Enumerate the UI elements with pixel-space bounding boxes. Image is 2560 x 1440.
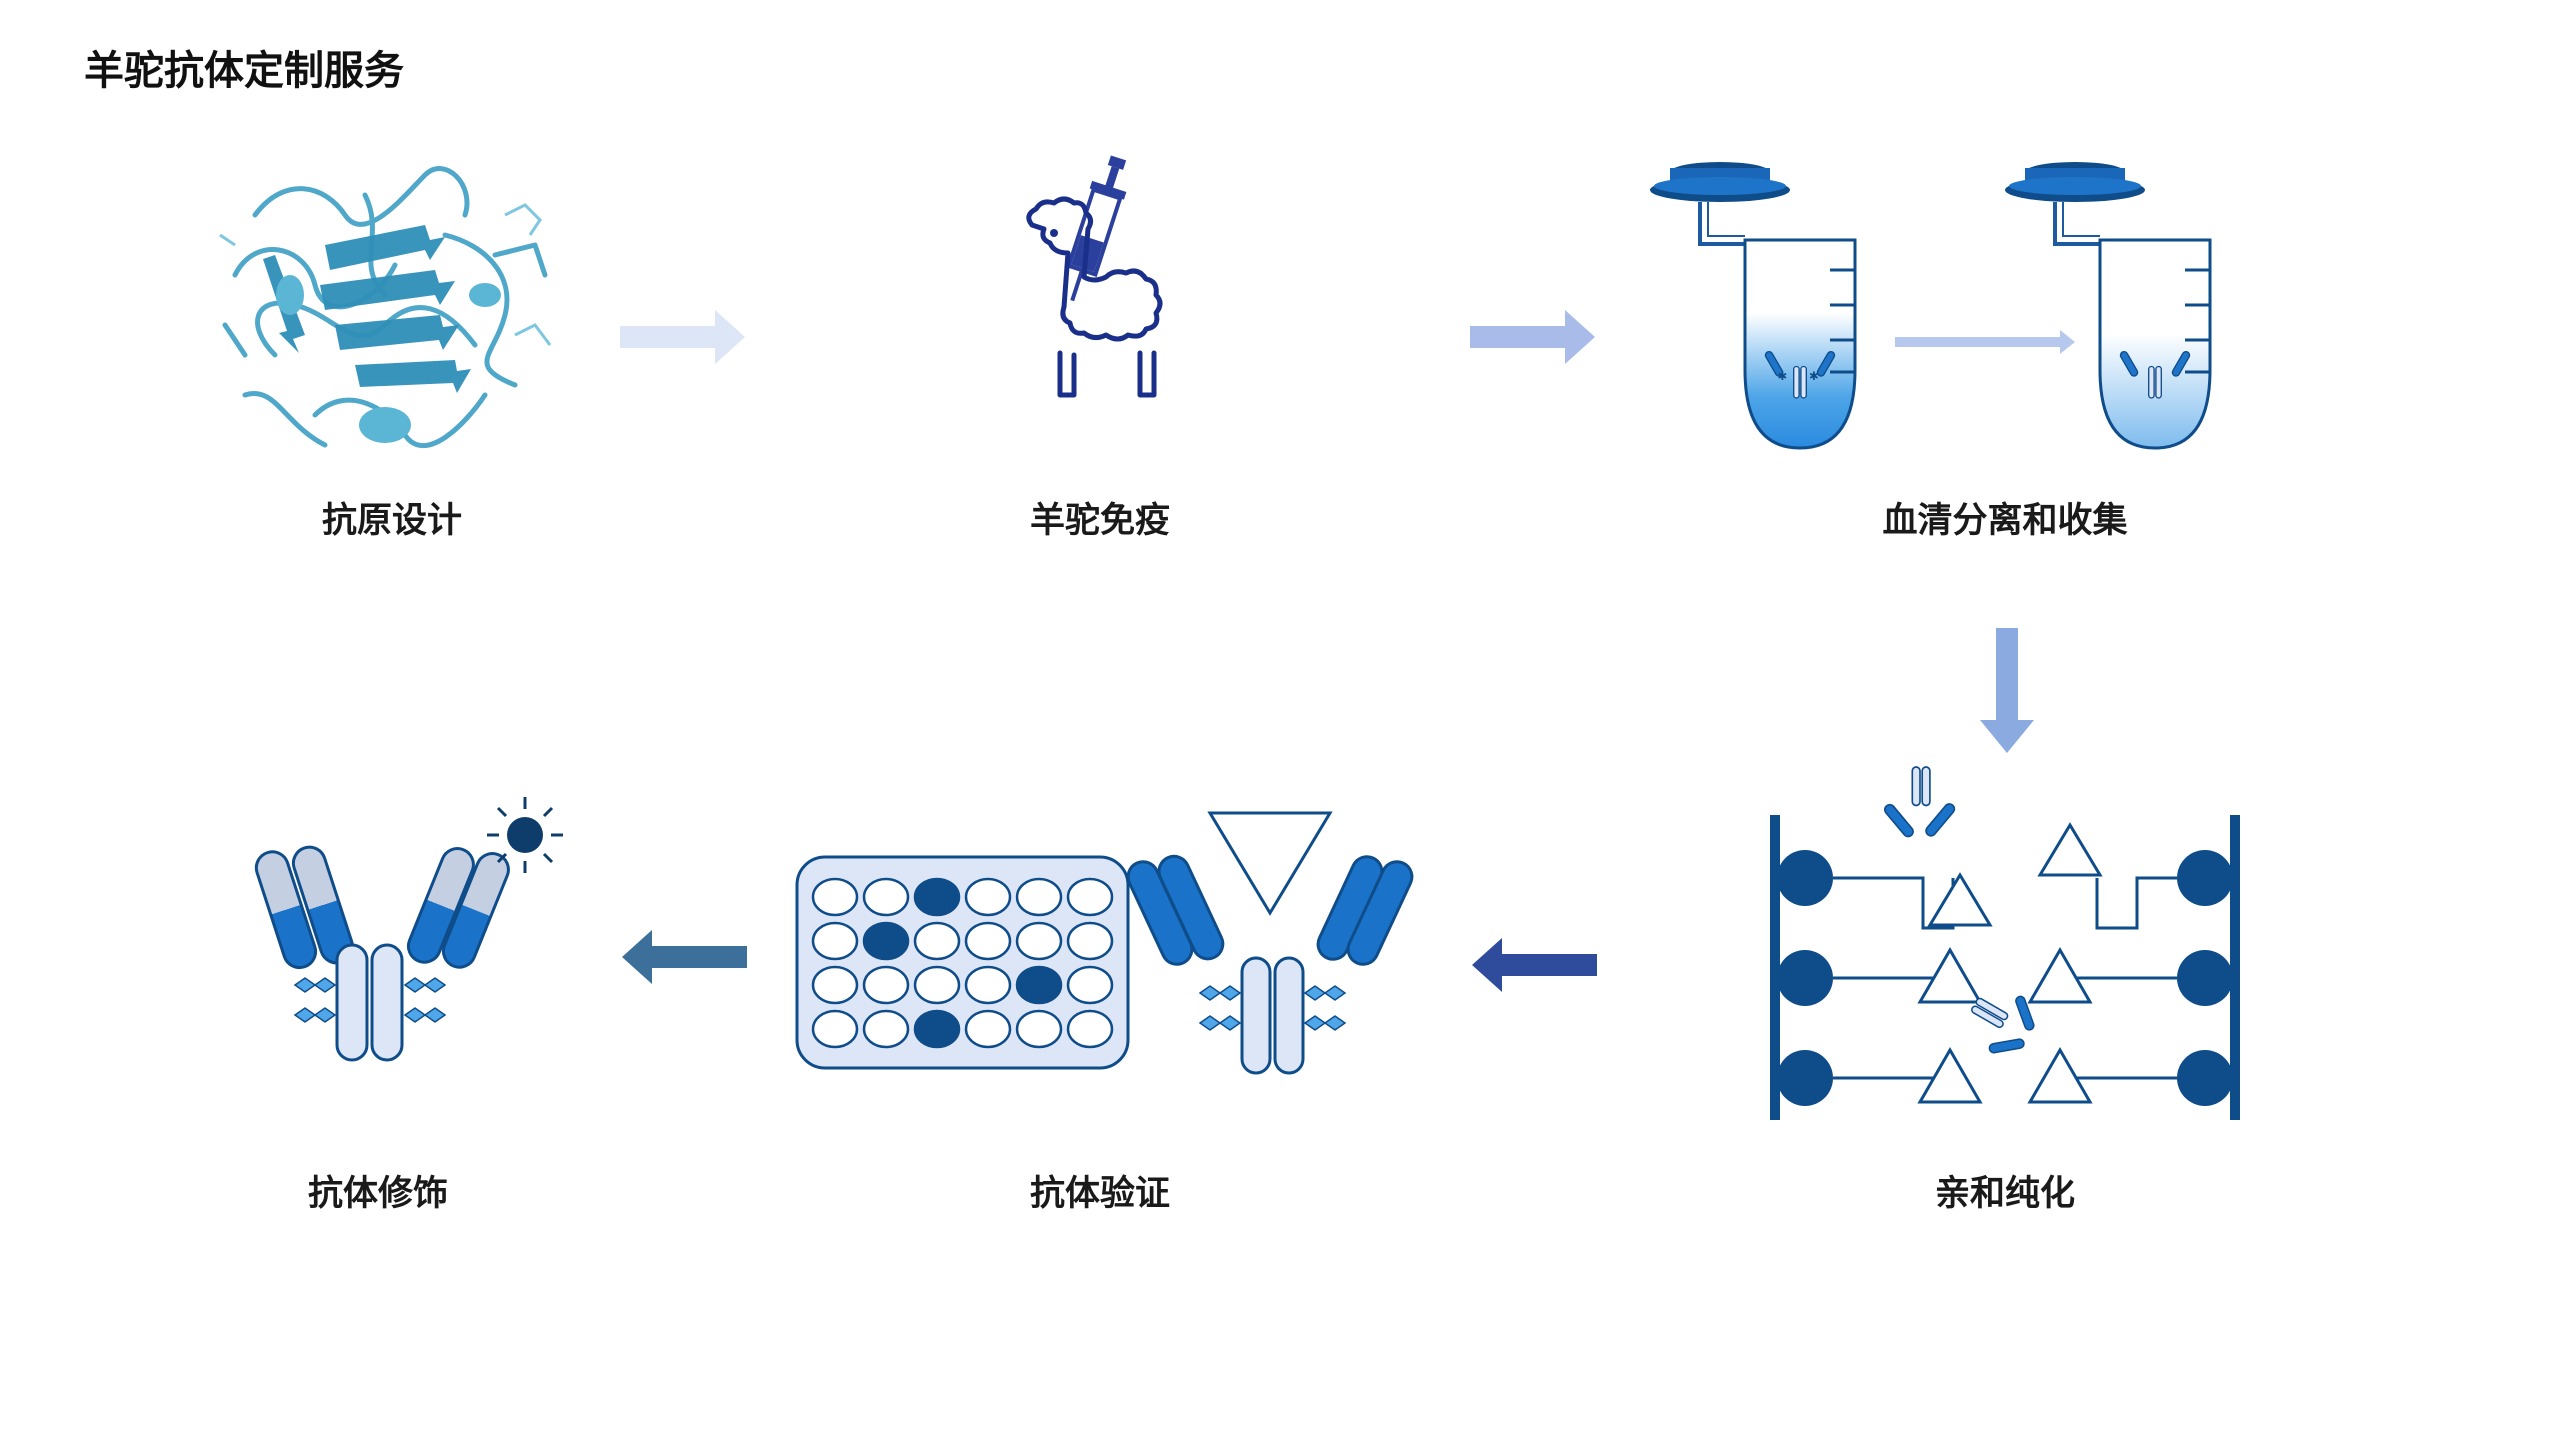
- plate-well: [913, 1009, 961, 1049]
- plate-well: [913, 877, 961, 917]
- alpaca-syringe-icon: [1026, 155, 1163, 398]
- page-title: 羊驼抗体定制服务: [84, 48, 404, 94]
- arrow-down-icon: [1980, 628, 2034, 753]
- plate-well: [1066, 877, 1114, 917]
- arrow-left-icon: [1472, 938, 1597, 992]
- plate-well: [811, 965, 859, 1005]
- plate-well: [964, 877, 1012, 917]
- plate-well: [913, 921, 961, 961]
- well-plate-icon: [795, 855, 1130, 1070]
- plate-well: [811, 921, 859, 961]
- step-label-alpaca-immunization: 羊驼免疫: [1029, 501, 1170, 541]
- plate-well: [1015, 921, 1063, 961]
- svg-text:✱: ✱: [1809, 369, 1819, 383]
- modified-antibody-icon: [254, 797, 563, 1062]
- plate-well: [862, 877, 910, 917]
- plate-well: [1015, 965, 1063, 1005]
- plate-well: [862, 1009, 910, 1049]
- step-label-antibody-validation: 抗体验证: [1029, 1174, 1170, 1214]
- protein-structure-icon: [219, 166, 552, 449]
- plate-well: [964, 965, 1012, 1005]
- antibody-antigen-icon: [1126, 811, 1414, 1075]
- affinity-column-icon: [1770, 766, 2240, 1120]
- step-label-affinity-purification: 亲和纯化: [1934, 1174, 2075, 1214]
- svg-text:✱: ✱: [1778, 369, 1788, 383]
- step-label-antigen-design: 抗原设计: [321, 501, 462, 541]
- centrifuge-tubes-icon: ✱ ✱: [1650, 162, 2212, 450]
- plate-well: [811, 1009, 859, 1049]
- plate-well: [1066, 921, 1114, 961]
- plate-well: [1066, 965, 1114, 1005]
- plate-well: [862, 965, 910, 1005]
- plate-well: [964, 1009, 1012, 1049]
- plate-well: [1015, 1009, 1063, 1049]
- arrow-right-icon: [1470, 310, 1595, 364]
- arrow-left-icon: [622, 930, 747, 984]
- step-label-serum-separation: 血清分离和收集: [1882, 501, 2128, 541]
- arrow-right-icon: [620, 310, 745, 364]
- plate-well: [913, 965, 961, 1005]
- plate-well: [862, 921, 910, 961]
- plate-well: [1066, 1009, 1114, 1049]
- plate-well: [964, 921, 1012, 961]
- step-label-antibody-modification: 抗体修饰: [307, 1174, 448, 1214]
- plate-well: [811, 877, 859, 917]
- plate-well: [1015, 877, 1063, 917]
